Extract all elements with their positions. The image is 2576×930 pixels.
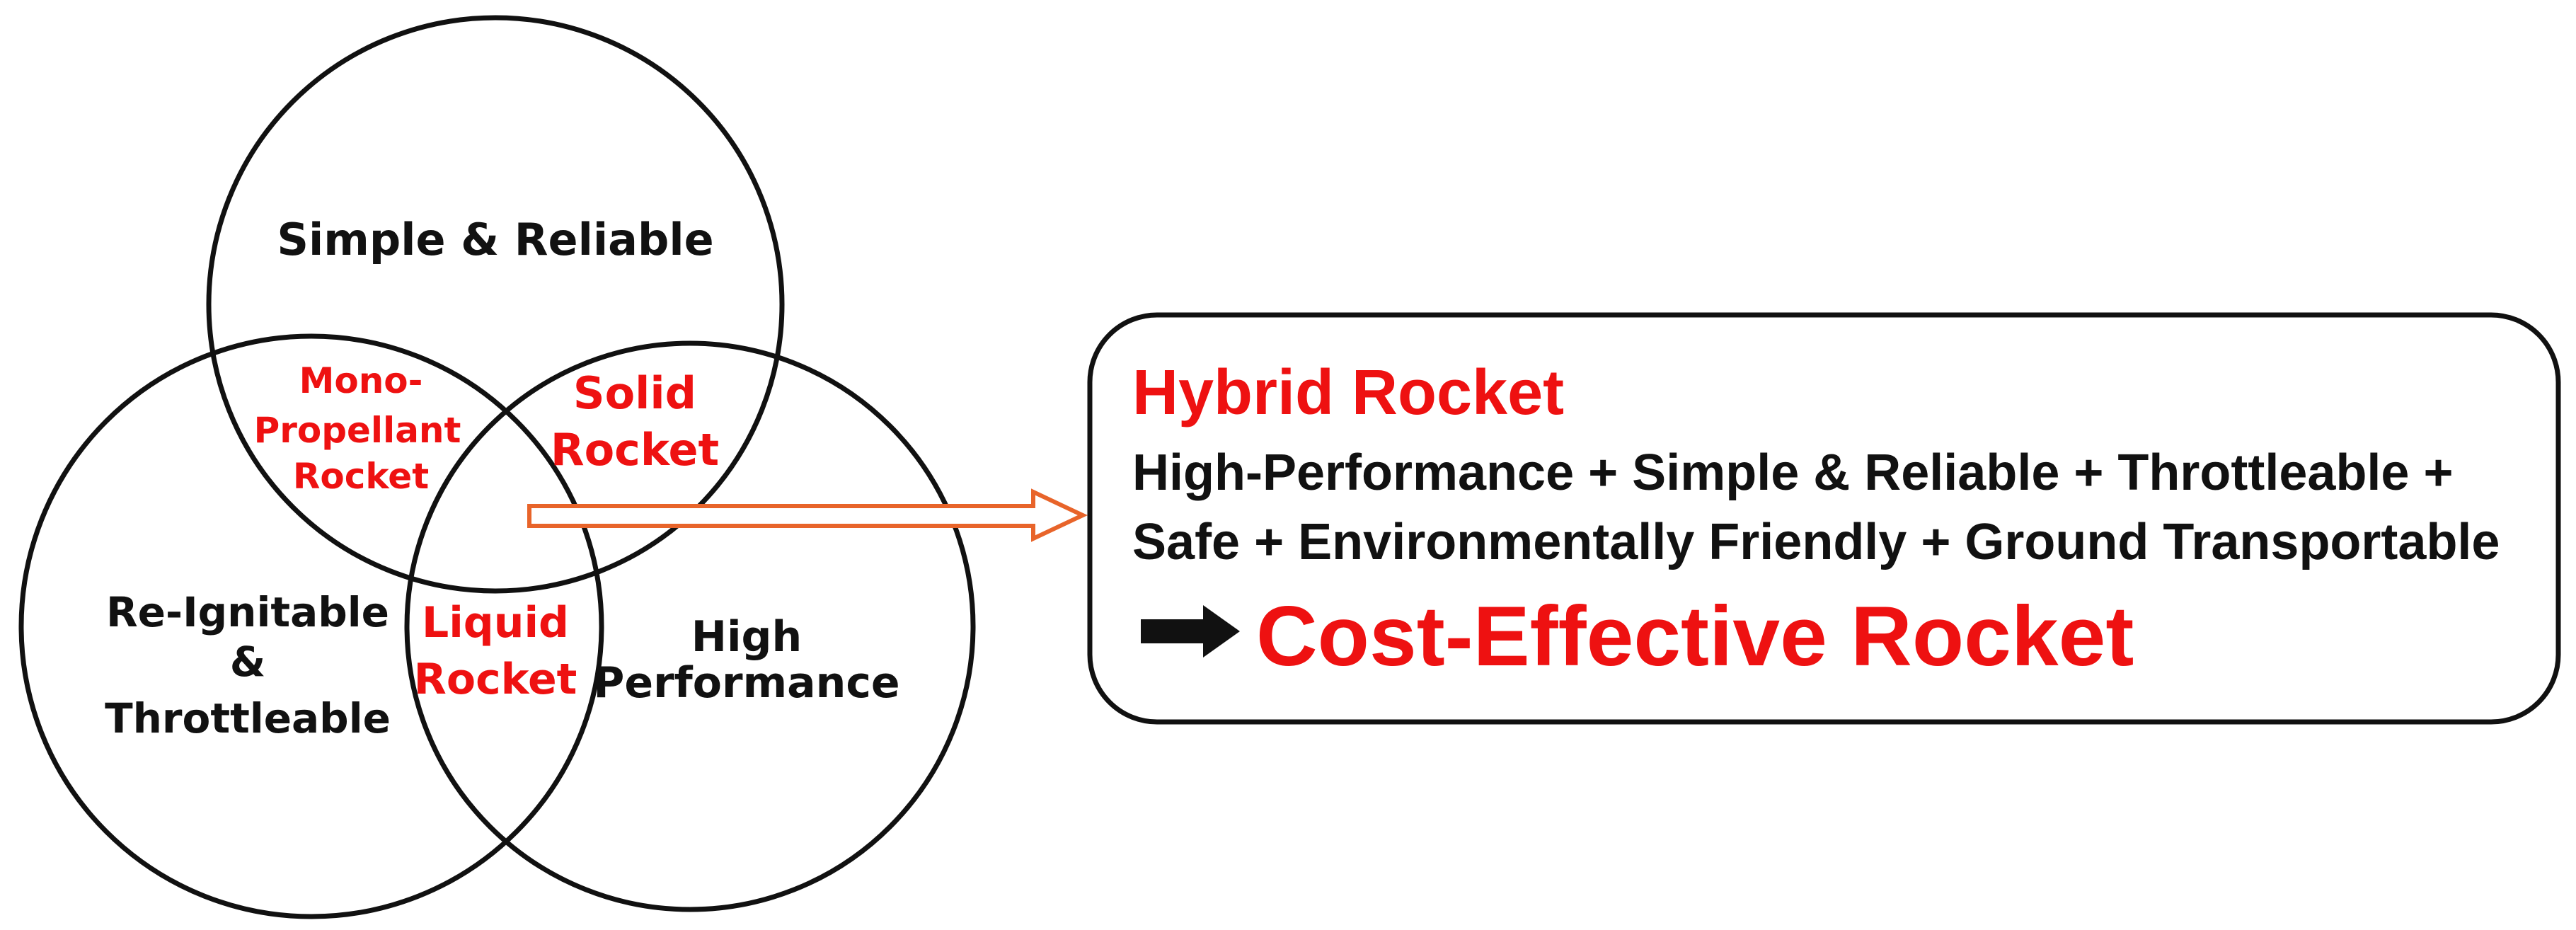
label-high-performance: High Performance xyxy=(593,612,899,708)
circle-high-performance xyxy=(404,340,976,912)
overlap-solid-line-2: Rocket xyxy=(551,424,719,476)
label-reignitable-throttleable: Re-Ignitable & Throttleable xyxy=(105,588,391,742)
overlap-liquid-line-1: Liquid xyxy=(422,598,569,648)
label-high-performance-line-2: Performance xyxy=(593,658,899,708)
solid-right-arrow-icon xyxy=(1141,605,1240,658)
overlap-solid-rocket: Solid Rocket xyxy=(551,367,719,476)
overlap-liquid-line-2: Rocket xyxy=(414,655,577,704)
label-reignitable-line-2: & xyxy=(230,638,266,686)
overlap-liquid-rocket: Liquid Rocket xyxy=(414,598,577,704)
overlap-mono-line-1: Mono- xyxy=(299,360,423,401)
hollow-right-arrow-icon xyxy=(527,488,1088,542)
circle-reignitable-throttleable xyxy=(18,333,604,919)
summary-result: Cost-Effective Rocket xyxy=(1256,589,2134,684)
summary-line-2: Safe + Environmentally Friendly + Ground… xyxy=(1132,514,2500,570)
overlap-mono-line-2: Propellant xyxy=(254,410,461,451)
label-simple-reliable: Simple & Reliable xyxy=(277,214,713,265)
overlap-solid-line-1: Solid xyxy=(573,367,696,419)
label-high-performance-line-1: High xyxy=(691,612,802,662)
circle-simple-reliable xyxy=(206,15,785,594)
venn-circles xyxy=(18,15,976,919)
label-reignitable-line-1: Re-Ignitable xyxy=(106,588,389,636)
summary-line-1: High-Performance + Simple & Reliable + T… xyxy=(1132,444,2454,501)
label-reignitable-line-3: Throttleable xyxy=(105,694,391,742)
summary-title: Hybrid Rocket xyxy=(1132,357,1564,428)
overlap-mono-line-3: Rocket xyxy=(293,456,429,497)
overlap-mono-propellant: Mono- Propellant Rocket xyxy=(254,360,461,497)
summary-box xyxy=(1087,312,2561,725)
